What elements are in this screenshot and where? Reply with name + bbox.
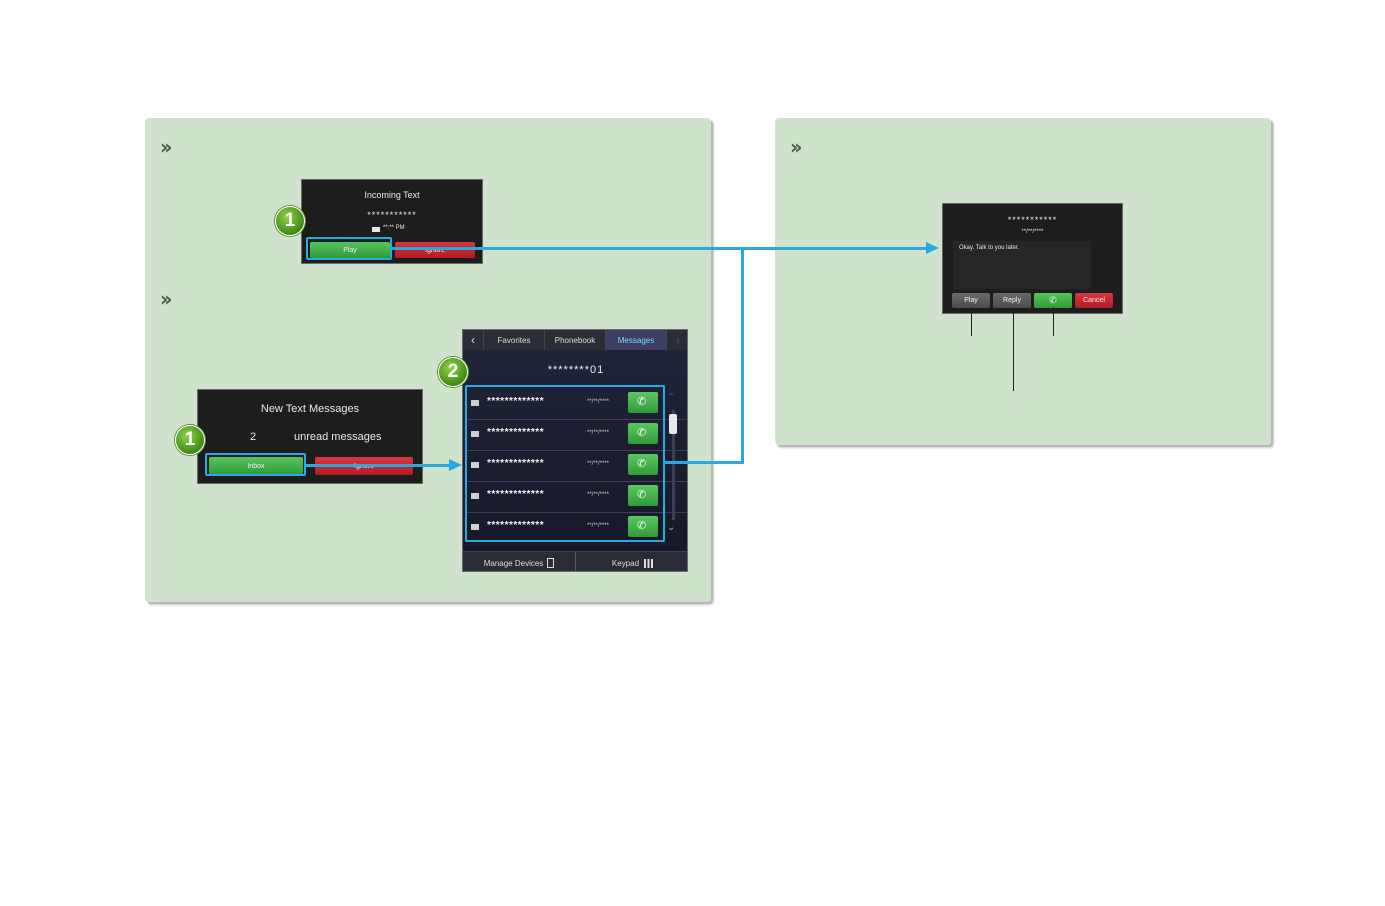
message-sender: ************* bbox=[487, 489, 545, 500]
tab-phonebook[interactable]: Phonebook bbox=[545, 330, 606, 350]
phone-icon: ✆ bbox=[637, 458, 647, 470]
tab-bar: ‹ Favorites Phonebook Messages › bbox=[463, 330, 687, 350]
flow-arrow-line bbox=[665, 461, 744, 464]
forward-button[interactable]: › bbox=[667, 330, 687, 350]
incoming-time: **:** PM bbox=[383, 225, 405, 231]
incoming-text-title: Incoming Text bbox=[364, 190, 420, 200]
call-button[interactable]: ✆ bbox=[1034, 293, 1072, 308]
keypad-icon bbox=[644, 558, 654, 568]
phone-icon: ✆ bbox=[637, 489, 647, 501]
message-read-icon bbox=[471, 493, 479, 499]
list-item[interactable]: ************* **/**/**** ✆ bbox=[467, 512, 687, 543]
back-button[interactable]: ‹ bbox=[463, 330, 484, 350]
keypad-label: Keypad bbox=[611, 558, 640, 568]
chevron-down-icon[interactable]: ⌄ bbox=[667, 522, 676, 533]
call-button[interactable]: ✆ bbox=[628, 423, 658, 444]
inbox-button[interactable]: Inbox bbox=[209, 457, 303, 475]
incoming-sender: *********** bbox=[367, 210, 417, 220]
step-2-badge: 2 bbox=[438, 357, 468, 387]
play-callout-line bbox=[971, 307, 972, 336]
tab-messages[interactable]: Messages bbox=[606, 330, 667, 350]
list-item[interactable]: ************* **/**/**** ✆ bbox=[467, 481, 687, 513]
reply-callout-line bbox=[1013, 307, 1014, 391]
message-detail-screen: *********** **/**/**** Okay. Talk to you… bbox=[942, 203, 1123, 314]
device-icon bbox=[547, 558, 555, 568]
message-list-highlight bbox=[465, 385, 665, 542]
new-messages-title: New Text Messages bbox=[260, 403, 360, 415]
call-button[interactable]: ✆ bbox=[628, 516, 658, 537]
tab-favorites[interactable]: Favorites bbox=[484, 330, 545, 350]
list-item[interactable]: ************* **/**/**** ✆ bbox=[467, 419, 687, 451]
unread-label: unread messages bbox=[294, 431, 382, 443]
phone-icon: ✆ bbox=[1049, 295, 1057, 305]
arrow-head-icon bbox=[926, 242, 939, 254]
new-text-messages-screen: New Text Messages 2 unread messages Inbo… bbox=[197, 389, 423, 484]
phone-icon: ✆ bbox=[637, 427, 647, 439]
detail-date: **/**/**** bbox=[1021, 229, 1044, 235]
message-sender: ************* bbox=[487, 427, 545, 438]
inbox-highlight bbox=[205, 453, 306, 476]
arrow-head-icon bbox=[449, 459, 462, 471]
message-read-icon bbox=[471, 431, 479, 437]
message-date: **/**/**** bbox=[587, 461, 610, 467]
double-chevron-icon: ›› bbox=[790, 135, 803, 159]
double-chevron-icon: ›› bbox=[160, 135, 173, 159]
list-item[interactable]: ************* **/**/**** ✆ bbox=[467, 388, 687, 420]
call-button[interactable]: ✆ bbox=[628, 454, 658, 475]
detail-sender: *********** bbox=[1007, 215, 1058, 225]
messages-list-screen: ‹ Favorites Phonebook Messages › *******… bbox=[462, 329, 688, 572]
ignore-button[interactable]: Ignore bbox=[395, 242, 475, 258]
message-body: Okay. Talk to you later. bbox=[959, 245, 1020, 251]
play-button[interactable]: Play bbox=[310, 242, 390, 258]
unread-count: 2 bbox=[250, 431, 257, 443]
message-list: ************* **/**/**** ✆ *************… bbox=[467, 388, 687, 544]
message-date: **/**/**** bbox=[587, 492, 610, 498]
message-envelope-icon bbox=[372, 227, 380, 232]
step-1-badge: 1 bbox=[175, 425, 205, 455]
play-button[interactable]: Play bbox=[952, 293, 990, 308]
message-read-icon bbox=[471, 524, 479, 530]
manage-devices-button[interactable]: Manage Devices bbox=[463, 552, 576, 571]
double-chevron-icon: ›› bbox=[160, 287, 173, 311]
play-highlight bbox=[306, 237, 392, 260]
scrollbar-track[interactable] bbox=[672, 410, 675, 520]
cancel-button[interactable]: Cancel bbox=[1075, 293, 1113, 308]
manage-devices-label: Manage Devices bbox=[483, 558, 544, 568]
phone-icon: ✆ bbox=[637, 520, 647, 532]
list-item[interactable]: ************* **/**/**** ✆ bbox=[467, 450, 687, 482]
call-callout-line bbox=[1053, 307, 1054, 336]
message-sender: ************* bbox=[487, 520, 545, 531]
phone-icon: ✆ bbox=[637, 396, 647, 408]
message-unread-icon bbox=[471, 400, 479, 406]
bottom-bar: Manage Devices Keypad bbox=[463, 551, 687, 571]
call-button[interactable]: ✆ bbox=[628, 485, 658, 506]
flow-arrow-line bbox=[741, 247, 744, 464]
chevron-up-icon[interactable]: ⌃ bbox=[667, 392, 676, 403]
message-read-icon bbox=[471, 462, 479, 468]
contact-name: ********01 bbox=[547, 364, 605, 376]
step-1-badge: 1 bbox=[275, 206, 305, 236]
message-sender: ************* bbox=[487, 458, 545, 469]
chevron-right-icon: › bbox=[676, 333, 680, 347]
message-body-box: Okay. Talk to you later. bbox=[953, 241, 1091, 289]
message-date: **/**/**** bbox=[587, 399, 610, 405]
message-date: **/**/**** bbox=[587, 430, 610, 436]
flow-arrow-line bbox=[306, 464, 450, 467]
reply-button[interactable]: Reply bbox=[993, 293, 1031, 308]
call-button[interactable]: ✆ bbox=[628, 392, 658, 413]
message-sender: ************* bbox=[487, 396, 545, 407]
chevron-left-icon: ‹ bbox=[471, 333, 475, 347]
flow-arrow-line bbox=[392, 247, 928, 250]
message-date: **/**/**** bbox=[587, 523, 610, 529]
scrollbar-thumb[interactable] bbox=[669, 414, 677, 434]
keypad-button[interactable]: Keypad bbox=[576, 552, 687, 571]
